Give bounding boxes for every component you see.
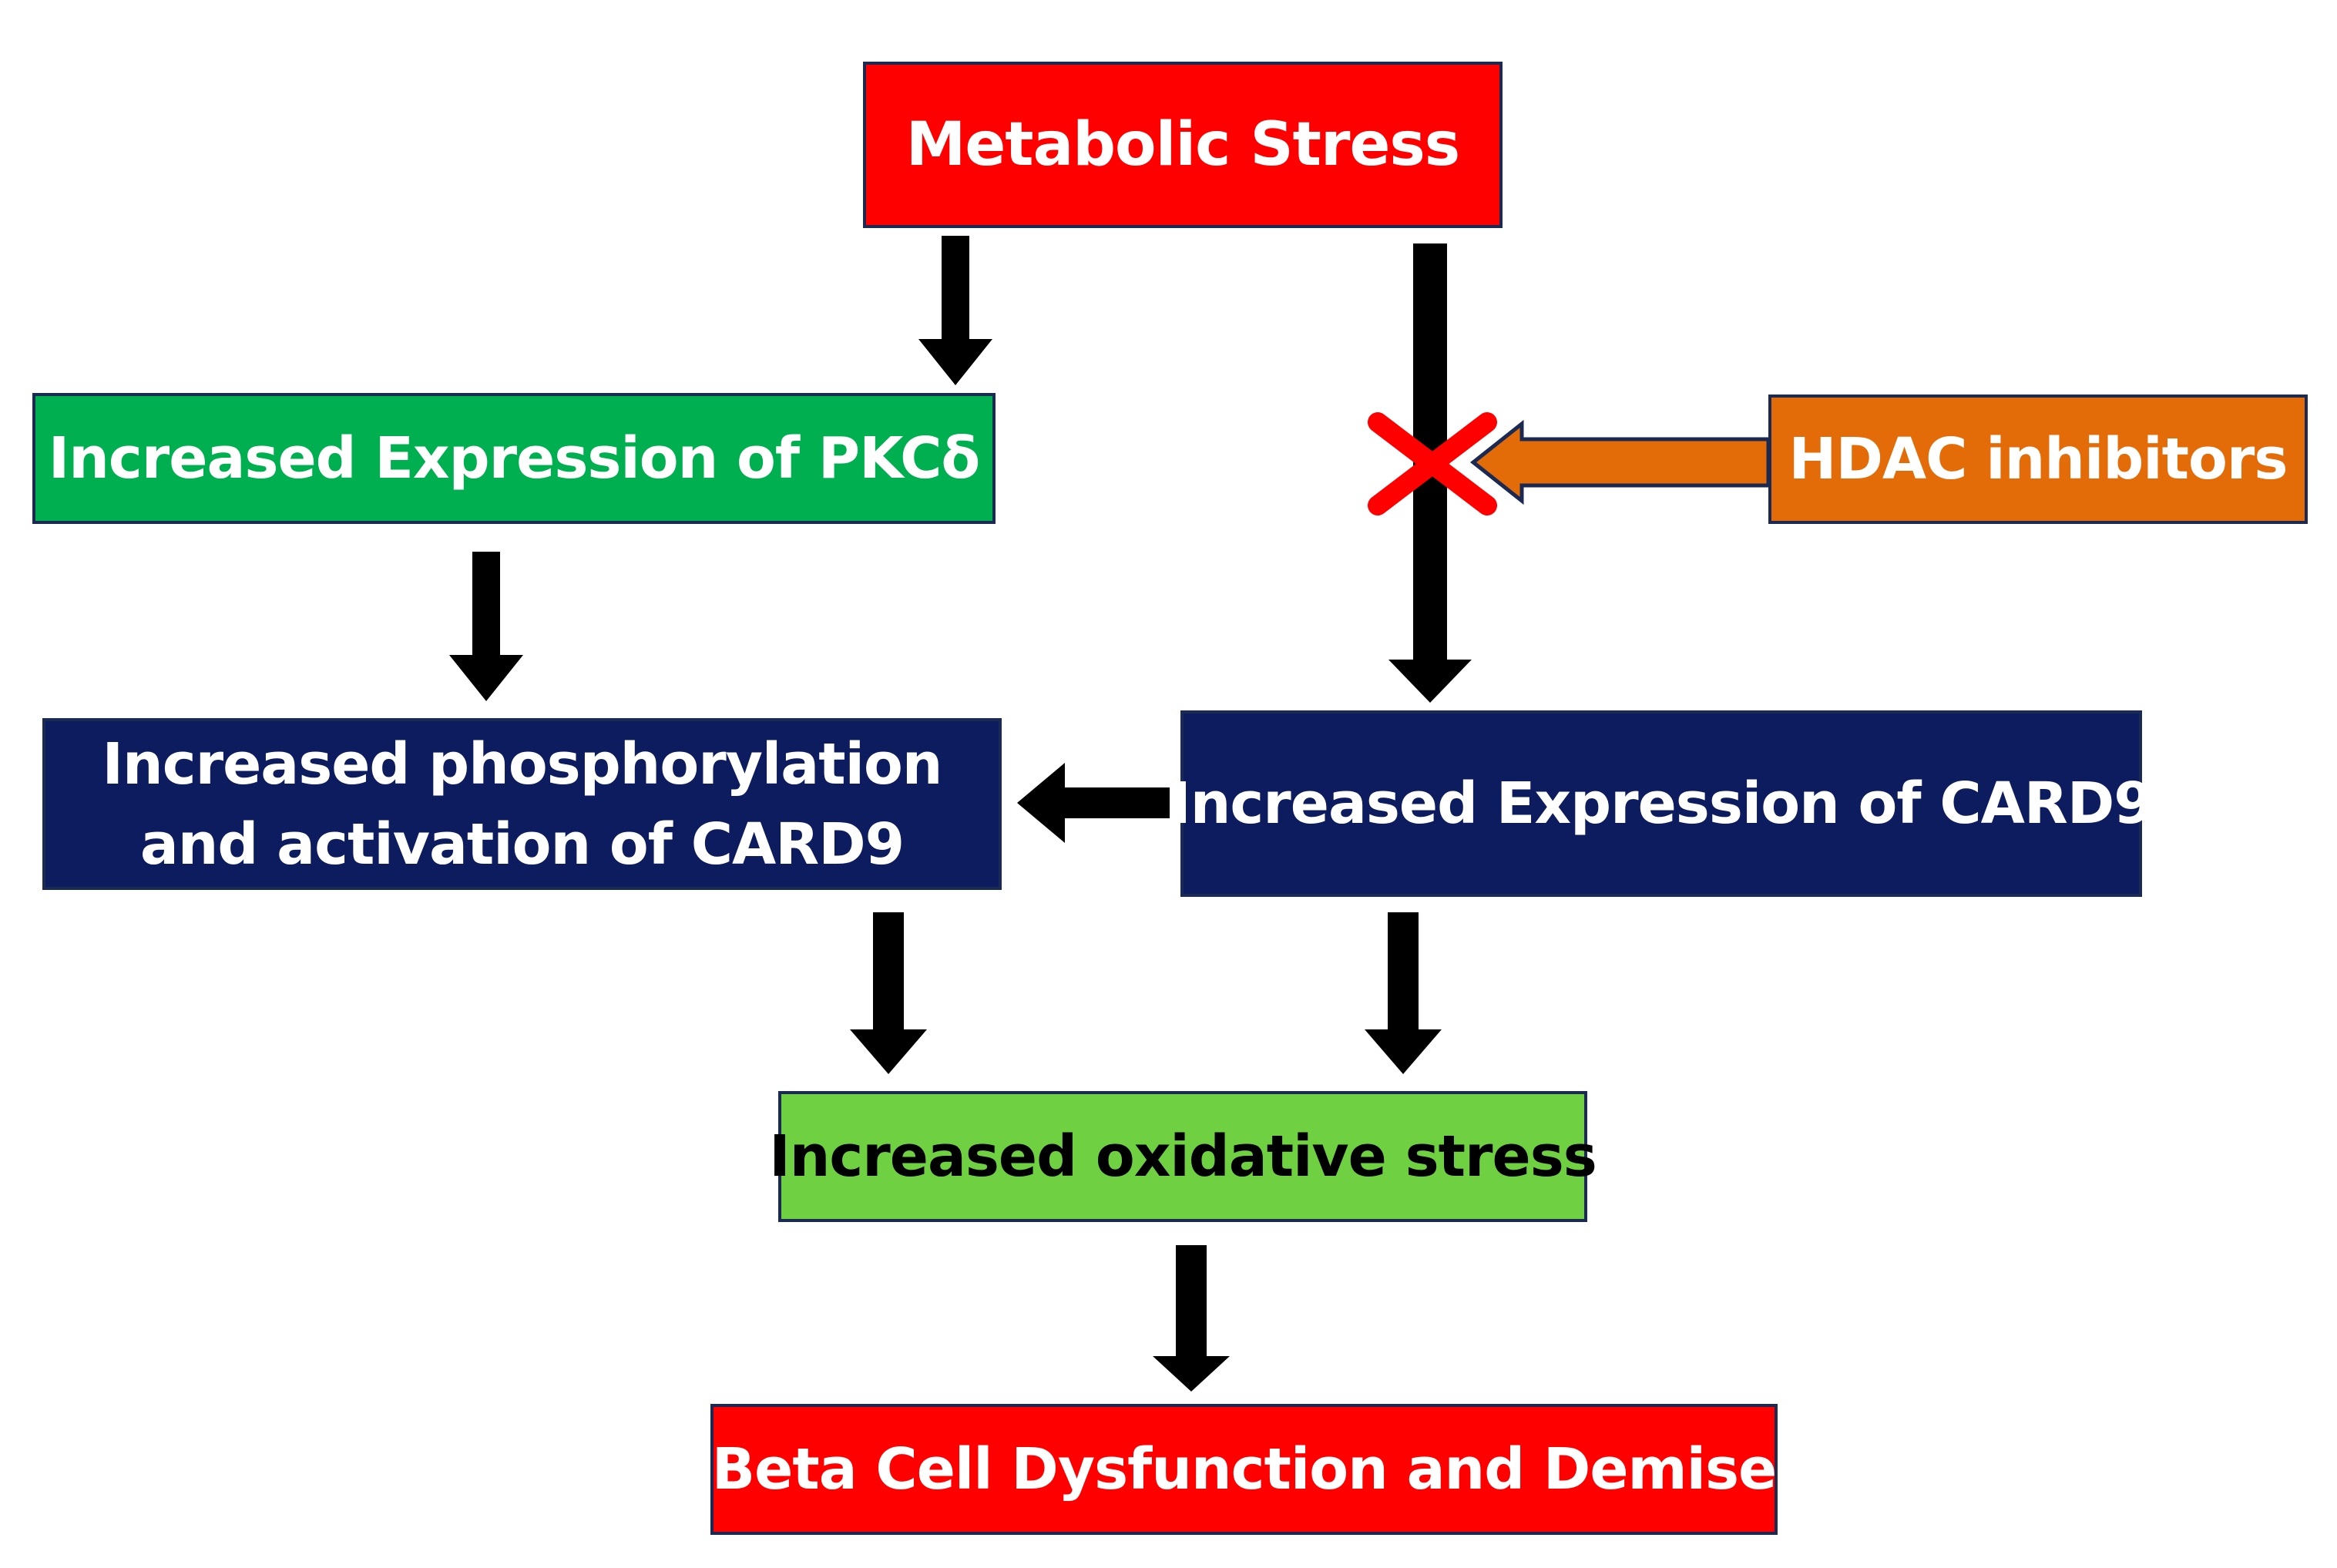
arrow-metabolic-to-pkc <box>918 236 992 385</box>
node-hdac-inhibitors: HDAC inhibitors <box>1768 395 2308 524</box>
node-oxidative-stress: Increased oxidative stress <box>769 1091 1597 1222</box>
node-label: Increased oxidative stress <box>769 1123 1597 1190</box>
node-card9-expression: Increased Expression of CARD9 <box>1170 710 2154 897</box>
arrow-phosphorylation-to-oxidative <box>850 912 927 1074</box>
node-label: Increased Expression of PKCδ <box>48 425 981 492</box>
node-label: Beta Cell Dysfunction and Demise <box>711 1436 1777 1503</box>
node-metabolic-stress: Metabolic Stress <box>863 62 1503 228</box>
node-label: Increased Expression of CARD9 <box>1170 771 2154 837</box>
node-label: Metabolic Stress <box>905 110 1460 180</box>
node-label: HDAC inhibitors <box>1788 426 2288 492</box>
node-beta-cell-dysfunction: Beta Cell Dysfunction and Demise <box>710 1404 1778 1535</box>
node-card9-phosphorylation: Increased phosphorylation and activation… <box>42 718 1002 890</box>
node-label: Increased phosphorylation and activation… <box>102 730 943 878</box>
arrow-card9-expression-to-phosphorylation <box>1017 763 1170 843</box>
arrow-card9-expression-to-oxidative <box>1365 912 1442 1074</box>
arrow-pkc-to-phosphorylation <box>449 552 523 701</box>
arrow-hdac-inhibition <box>1469 419 1771 505</box>
block-x-icon <box>1368 412 1497 515</box>
node-pkc-expression: Increased Expression of PKCδ <box>32 393 996 524</box>
arrow-oxidative-to-beta-cell <box>1153 1245 1230 1392</box>
